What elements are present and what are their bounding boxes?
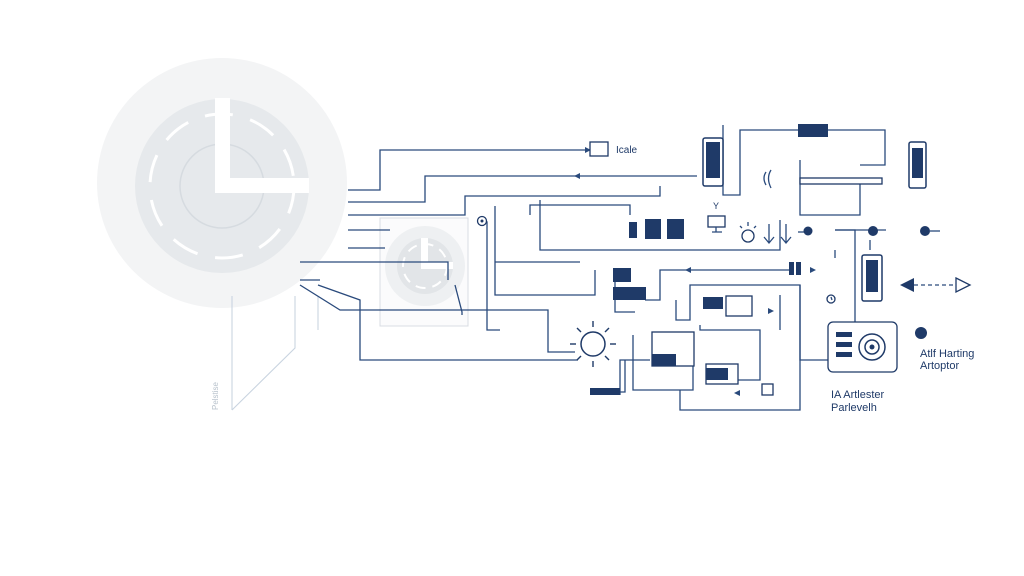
label-box xyxy=(589,141,609,157)
small-clock-box xyxy=(379,217,469,327)
node-dot-right xyxy=(920,226,940,236)
large-clock-icon xyxy=(97,58,347,308)
top-block xyxy=(798,124,828,137)
box-label: Icale xyxy=(616,145,638,156)
arrowheads xyxy=(574,147,816,396)
sound-wave-icon xyxy=(763,169,772,189)
vertical-label: Pelstise xyxy=(211,381,220,410)
faded-guides xyxy=(231,296,319,411)
bidirectional-arrow-icon xyxy=(900,276,972,294)
download-arrow-icon xyxy=(763,224,792,245)
node-dot xyxy=(915,327,927,339)
target-icon xyxy=(476,215,488,227)
node-dot xyxy=(868,226,878,236)
camera-icon xyxy=(827,321,898,373)
sun-icon xyxy=(570,321,616,367)
right-label-line1: Atlf Harting xyxy=(920,348,974,360)
module-c xyxy=(651,331,739,385)
phone-mid-icon xyxy=(861,254,883,302)
bottom-label-line2: Parlevelh xyxy=(831,402,877,414)
phone-icon xyxy=(702,137,724,187)
small-gauge-icon xyxy=(826,294,836,304)
module-a xyxy=(613,268,646,300)
switch-icon xyxy=(789,262,801,275)
lightbulb-icon xyxy=(739,222,757,243)
board-icon xyxy=(799,177,883,185)
right-label-line2: Artoptor xyxy=(920,360,959,372)
phone-right-icon xyxy=(908,141,927,189)
device-row xyxy=(629,219,684,239)
bottom-bar xyxy=(590,388,620,395)
small-square xyxy=(761,383,774,396)
module-b xyxy=(703,295,753,317)
small-y-label: Y xyxy=(713,201,719,211)
bottom-label-line1: IA Artlester xyxy=(831,389,885,401)
node-dot xyxy=(803,226,813,236)
monitor-icon xyxy=(707,215,726,233)
